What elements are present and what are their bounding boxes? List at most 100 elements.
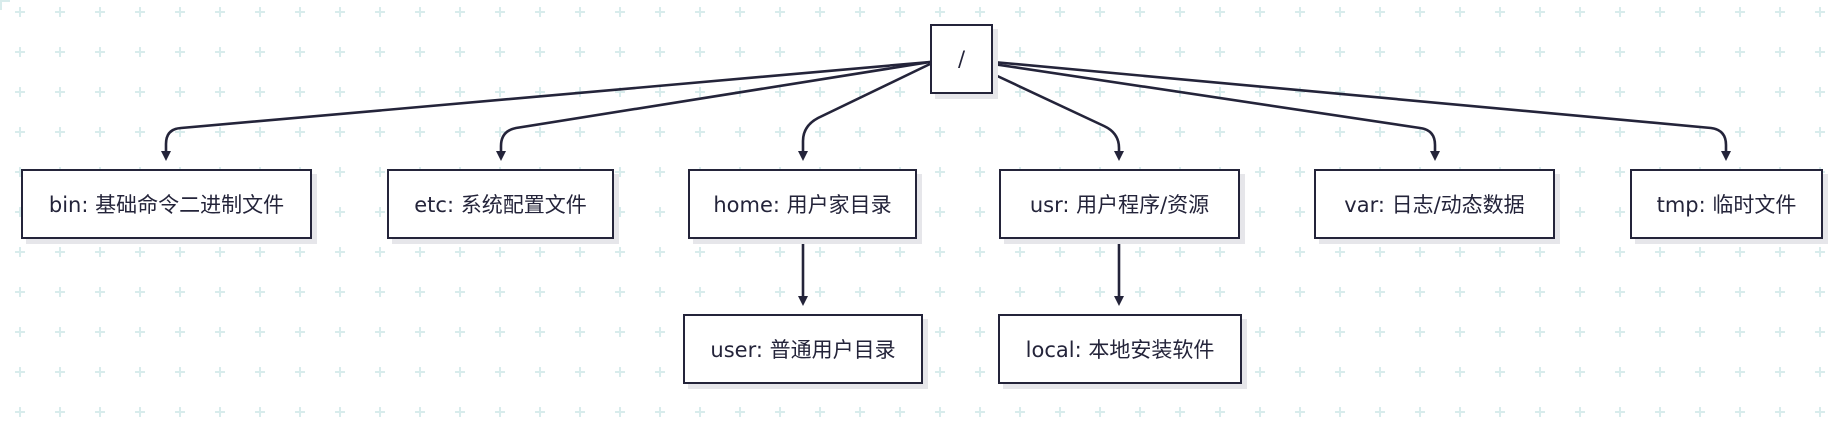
grid-mark xyxy=(215,247,225,257)
grid-mark xyxy=(335,207,345,217)
grid-mark xyxy=(455,47,465,57)
grid-mark xyxy=(1295,287,1305,297)
node-usr[interactable]: usr: 用户程序/资源 xyxy=(999,169,1240,239)
grid-mark xyxy=(1015,127,1025,137)
grid-mark xyxy=(1375,247,1385,257)
grid-mark xyxy=(1535,407,1545,417)
grid-mark xyxy=(455,247,465,257)
grid-mark xyxy=(95,87,105,97)
grid-mark xyxy=(1495,127,1505,137)
grid-mark xyxy=(415,47,425,57)
grid-mark xyxy=(855,127,865,137)
grid-mark xyxy=(1615,327,1625,337)
node-root[interactable]: / xyxy=(930,24,993,94)
grid-mark xyxy=(295,127,305,137)
grid-mark xyxy=(535,407,545,417)
grid-mark xyxy=(135,367,145,377)
grid-mark xyxy=(375,87,385,97)
node-user[interactable]: user: 普通用户目录 xyxy=(683,314,923,384)
node-bin[interactable]: bin: 基础命令二进制文件 xyxy=(21,169,312,239)
grid-mark xyxy=(1815,327,1825,337)
grid-mark xyxy=(1615,367,1625,377)
grid-mark xyxy=(1775,407,1785,417)
grid-mark xyxy=(1255,407,1265,417)
grid-mark xyxy=(1175,7,1185,17)
grid-mark xyxy=(1575,407,1585,417)
grid-mark xyxy=(1455,247,1465,257)
grid-mark xyxy=(1415,7,1425,17)
node-var[interactable]: var: 日志/动态数据 xyxy=(1314,169,1555,239)
grid-mark xyxy=(815,7,825,17)
grid-mark xyxy=(1695,47,1705,57)
grid-mark xyxy=(615,47,625,57)
node-local[interactable]: local: 本地安装软件 xyxy=(998,314,1242,384)
grid-mark xyxy=(455,7,465,17)
node-home[interactable]: home: 用户家目录 xyxy=(688,169,917,239)
grid-mark xyxy=(575,47,585,57)
grid-mark xyxy=(975,127,985,137)
grid-mark xyxy=(1775,47,1785,57)
grid-mark xyxy=(15,407,25,417)
grid-mark xyxy=(1615,247,1625,257)
grid-mark xyxy=(1655,127,1665,137)
grid-mark xyxy=(615,127,625,137)
grid-mark xyxy=(775,127,785,137)
grid-mark xyxy=(1095,47,1105,57)
grid-mark xyxy=(535,127,545,137)
grid-mark xyxy=(1775,367,1785,377)
grid-mark xyxy=(1455,367,1465,377)
grid-mark xyxy=(335,247,345,257)
grid-mark xyxy=(1775,247,1785,257)
grid-mark xyxy=(1815,247,1825,257)
grid-mark xyxy=(1095,247,1105,257)
grid-mark xyxy=(215,87,225,97)
grid-mark xyxy=(695,287,705,297)
grid-mark xyxy=(575,127,585,137)
grid-mark xyxy=(15,327,25,337)
grid-mark xyxy=(1295,47,1305,57)
grid-mark xyxy=(1335,287,1345,297)
grid-mark xyxy=(95,247,105,257)
grid-mark xyxy=(175,47,185,57)
grid-mark xyxy=(1495,247,1505,257)
grid-mark xyxy=(935,167,945,177)
grid-mark xyxy=(1535,367,1545,377)
grid-mark xyxy=(1495,7,1505,17)
node-tmp[interactable]: tmp: 临时文件 xyxy=(1630,169,1823,239)
grid-mark xyxy=(735,127,745,137)
grid-mark xyxy=(1695,327,1705,337)
grid-mark xyxy=(335,127,345,137)
grid-mark xyxy=(1055,7,1065,17)
grid-mark xyxy=(1455,327,1465,337)
grid-mark xyxy=(55,287,65,297)
grid-mark xyxy=(1095,127,1105,137)
grid-mark xyxy=(1295,207,1305,217)
grid-mark xyxy=(975,327,985,337)
grid-mark xyxy=(1615,47,1625,57)
grid-mark xyxy=(615,367,625,377)
grid-mark xyxy=(55,47,65,57)
grid-mark xyxy=(1215,247,1225,257)
grid-mark xyxy=(55,7,65,17)
grid-mark xyxy=(495,7,505,17)
node-etc[interactable]: etc: 系统配置文件 xyxy=(387,169,614,239)
grid-mark xyxy=(1535,87,1545,97)
grid-mark xyxy=(1215,407,1225,417)
grid-mark xyxy=(775,407,785,417)
grid-mark xyxy=(695,247,705,257)
grid-mark xyxy=(855,407,865,417)
grid-mark xyxy=(1015,87,1025,97)
grid-mark xyxy=(1455,7,1465,17)
grid-mark xyxy=(215,287,225,297)
grid-mark xyxy=(175,327,185,337)
grid-mark xyxy=(295,247,305,257)
grid-mark xyxy=(1735,367,1745,377)
grid-mark xyxy=(495,287,505,297)
grid-mark xyxy=(1415,327,1425,337)
grid-mark xyxy=(1455,407,1465,417)
grid-mark xyxy=(895,287,905,297)
grid-mark xyxy=(15,87,25,97)
grid-mark xyxy=(1135,7,1145,17)
grid-mark xyxy=(935,287,945,297)
grid-mark xyxy=(935,247,945,257)
